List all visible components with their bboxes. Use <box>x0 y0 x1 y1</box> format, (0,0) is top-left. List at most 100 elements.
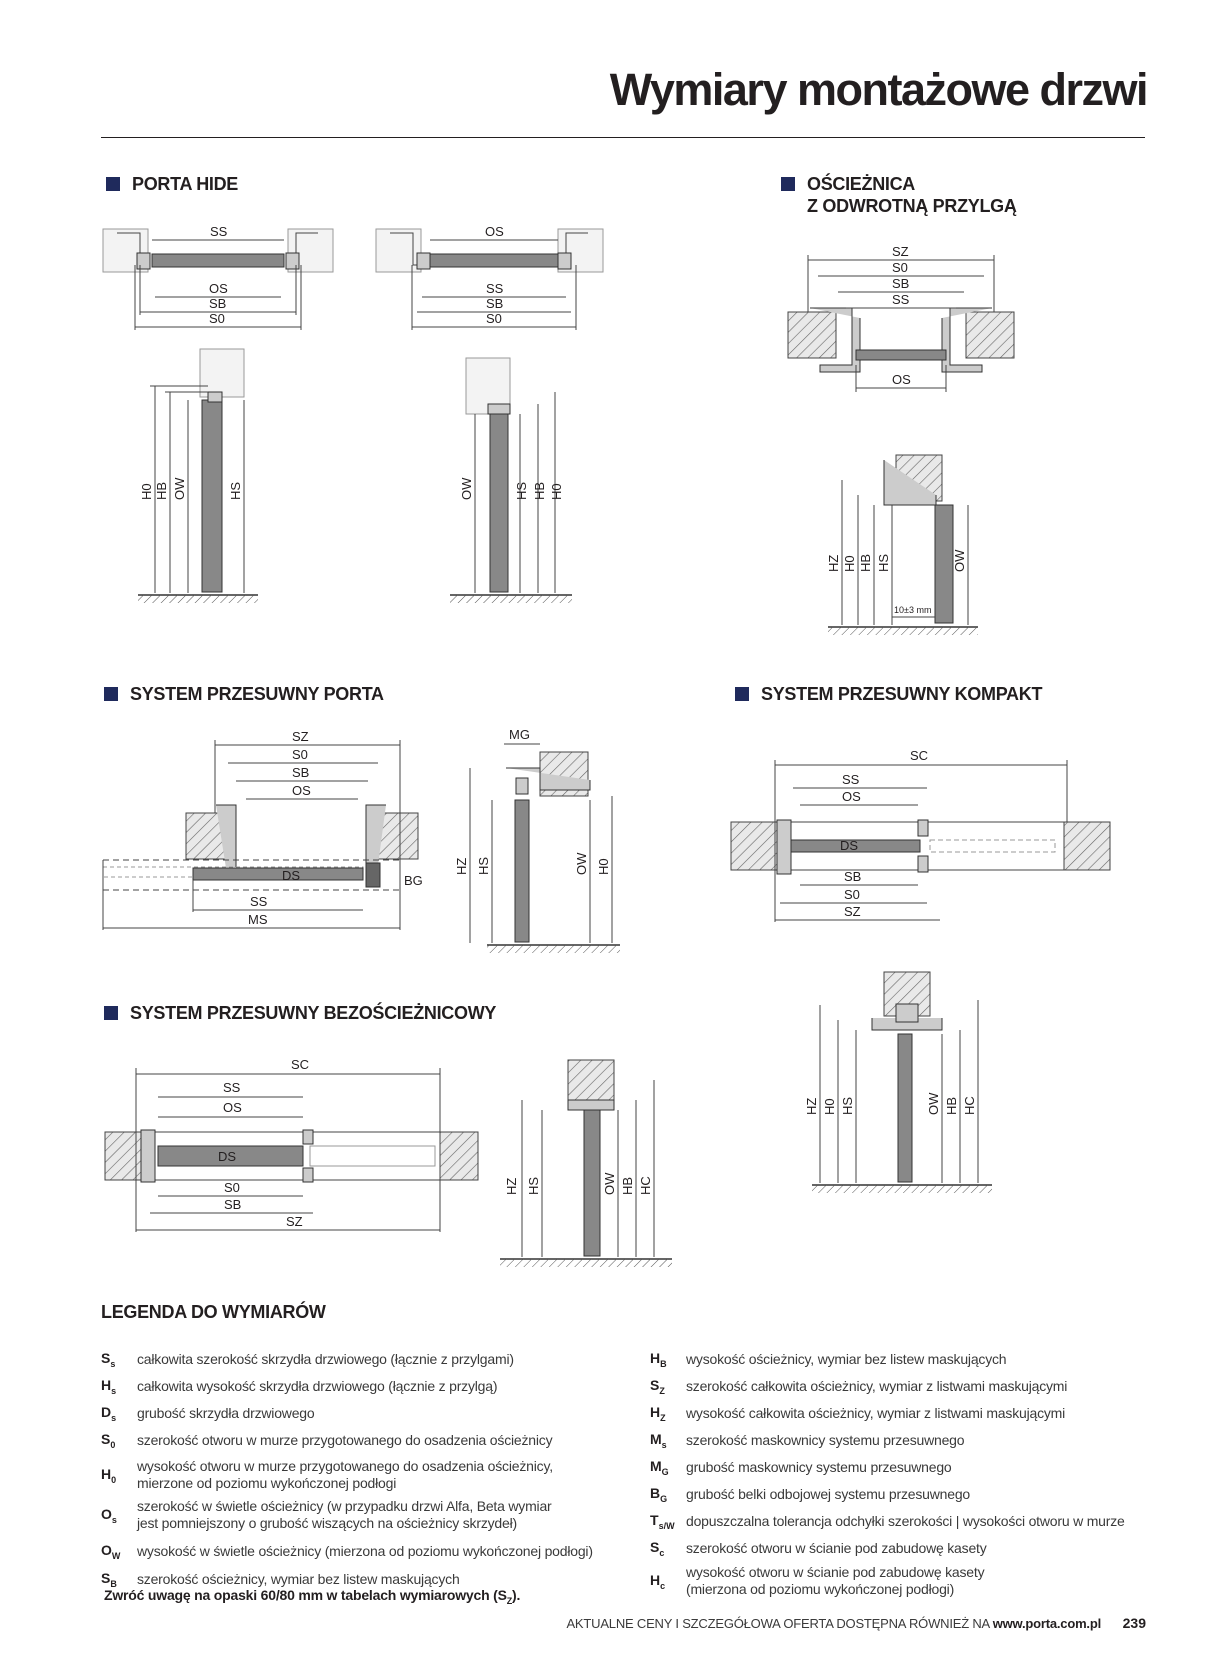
legend-symbol: Hc <box>650 1571 666 1591</box>
dim-label: S0 <box>486 311 502 326</box>
legend-symbol: Hs <box>101 1377 117 1396</box>
legend-row: MG grubość maskownicy systemu przesuwnego <box>650 1458 952 1477</box>
dim-label: SB <box>224 1197 241 1212</box>
bezoscieznicowy-plan <box>104 1068 479 1232</box>
technical-drawings: SS OS SB S0 OS SS SB S0 SZ S0 SB SS OS 1… <box>102 224 1111 1267</box>
dim-label: OS <box>892 372 911 387</box>
legend-description: wysokość ościeżnicy, wymiar bez listew m… <box>686 1350 1007 1367</box>
legend-description: szerokość otworu w ścianie pod zabudowę … <box>686 1539 987 1556</box>
bullet-square-icon <box>104 687 118 701</box>
dim-label: SZ <box>844 904 861 919</box>
legend-row: Ts/W dopuszczalna tolerancja odchyłki sze… <box>650 1512 1125 1531</box>
legend-description: dopuszczalna tolerancja odchyłki szeroko… <box>686 1512 1125 1529</box>
footer-link[interactable]: www.porta.com.pl <box>992 1616 1101 1631</box>
legend-description: całkowita szerokość skrzydła drzwiowego … <box>137 1350 514 1367</box>
dim-label: SB <box>292 765 309 780</box>
przesuwny-porta-plan <box>102 740 419 930</box>
legend-description: wysokość otworu w ścianie pod zabudowę k… <box>686 1564 985 1597</box>
legend-symbol: SZ <box>650 1377 665 1396</box>
legend-symbol: SB <box>101 1570 117 1589</box>
dim-label: H0 <box>596 858 611 875</box>
dim-label: HS <box>840 1097 855 1115</box>
dim-label: S0 <box>224 1180 240 1195</box>
legend-row: Hs całkowita wysokość skrzydła drzwiowego… <box>101 1377 498 1396</box>
dim-label: MS <box>248 912 268 927</box>
dim-label: OS <box>223 1100 242 1115</box>
dim-label: H0 <box>549 483 564 500</box>
page-title: Wymiary montażowe drzwi <box>609 64 1149 115</box>
legend-description: grubość maskownicy systemu przesuwnego <box>686 1458 952 1475</box>
porta-hide-section-1 <box>138 348 258 603</box>
legend-row: Sc szerokość otworu w ścianie pod zabudow… <box>650 1539 987 1558</box>
legend-symbol: Sc <box>650 1539 665 1558</box>
dim-label: HB <box>858 554 873 572</box>
dim-label: S0 <box>892 260 908 275</box>
legend-symbol: Ms <box>650 1431 667 1450</box>
dim-label: OW <box>172 477 187 500</box>
bullet-square-icon <box>735 687 749 701</box>
bullet-square-icon <box>781 177 795 191</box>
dim-label: HB <box>620 1177 635 1195</box>
dim-label: OW <box>602 1172 617 1195</box>
dim-label: HZ <box>826 555 841 572</box>
przesuwny-kompakt-section <box>812 971 992 1193</box>
dim-label: DS <box>840 838 858 853</box>
dim-label: OW <box>459 477 474 500</box>
dim-label: H0 <box>842 555 857 572</box>
dim-label: SB <box>209 296 226 311</box>
oscieznica-section <box>828 454 978 635</box>
legend-symbol: Ss <box>101 1350 116 1369</box>
dim-label: OW <box>574 852 589 875</box>
dim-label: SZ <box>286 1214 303 1229</box>
footer: AKTUALNE CENY I SZCZEGÓŁOWA OFERTA DOSTĘ… <box>566 1616 1101 1631</box>
legend-symbol: MG <box>650 1458 669 1477</box>
dim-label: DS <box>282 868 300 883</box>
przesuwny-porta-section <box>469 743 620 953</box>
heading-porta-hide: PORTA HIDE <box>106 173 238 195</box>
legend-description: szerokość całkowita ościeżnicy, wymiar z… <box>686 1377 1068 1394</box>
dim-label: OW <box>952 549 967 572</box>
dim-label: S0 <box>844 887 860 902</box>
dim-label: BG <box>404 873 423 888</box>
dim-label: SS <box>223 1080 241 1095</box>
dim-label: HB <box>532 482 547 500</box>
legend-title: LEGENDA DO WYMIARÓW <box>101 1302 326 1322</box>
bullet-square-icon <box>106 177 120 191</box>
dim-label: H0 <box>139 483 154 500</box>
legend-row: Ss całkowita szerokość skrzydła drzwioweg… <box>101 1350 514 1369</box>
dim-label: SS <box>210 224 228 239</box>
legend-symbol: H0 <box>101 1465 117 1485</box>
porta-hide-section-2 <box>450 357 572 603</box>
dim-label: SS <box>842 772 860 787</box>
legend-description: wysokość otworu w murze przygotowanego d… <box>137 1458 553 1491</box>
title-rule <box>101 137 1145 138</box>
legend-description: całkowita wysokość skrzydła drzwiowego (… <box>137 1377 498 1394</box>
legend-row: BG grubość belki odbojowej systemu przesu… <box>650 1485 970 1504</box>
legend-row: SZ szerokość całkowita ościeżnicy, wymiar… <box>650 1377 1067 1396</box>
legend-row: Hc wysokość otworu w ścianie pod zabudowę… <box>650 1564 985 1598</box>
dim-label: HS <box>476 857 491 875</box>
legend-symbol: HB <box>650 1350 667 1369</box>
bezoscieznicowy-section <box>500 1059 672 1267</box>
legend-description: grubość belki odbojowej systemu przesuwn… <box>686 1485 971 1502</box>
dim-label: S0 <box>209 311 225 326</box>
legend-description: szerokość w świetle ościeżnicy (w przypa… <box>137 1498 552 1531</box>
legend-row: SB szerokość ościeżnicy, wymiar bez liste… <box>101 1570 460 1589</box>
dim-label: HS <box>514 482 529 500</box>
legend-symbol: HZ <box>650 1404 666 1423</box>
legend-description: szerokość ościeżnicy, wymiar bez listew … <box>137 1570 460 1587</box>
dim-label: OS <box>485 224 504 239</box>
tolerance-label: 10±3 mm <box>894 605 931 615</box>
porta-hide-plan-1 <box>102 228 334 330</box>
legend-description: szerokość otworu w murze przygotowanego … <box>137 1431 553 1448</box>
legend-row: H0 wysokość otworu w murze przygotowanego… <box>101 1458 553 1492</box>
legend-symbol: BG <box>650 1485 668 1504</box>
dim-label: DS <box>218 1149 236 1164</box>
dim-label: SB <box>844 869 861 884</box>
legend-symbol: Ts/W <box>650 1512 675 1531</box>
dim-label: SC <box>291 1057 309 1072</box>
